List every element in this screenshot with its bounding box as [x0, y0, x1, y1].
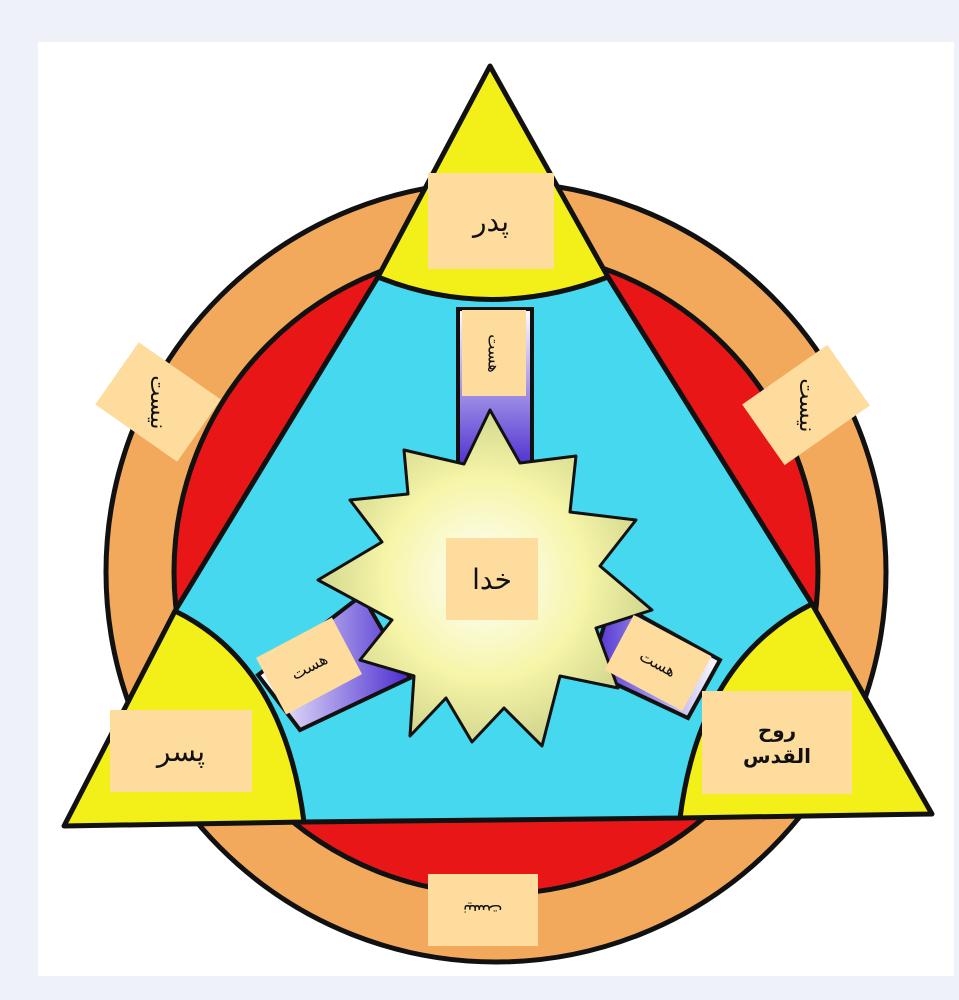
- edge-bottom-label: نیست: [428, 874, 538, 946]
- father-label: پدر: [428, 173, 554, 269]
- spirit-label-text: روح القدس: [732, 717, 822, 769]
- spirit-label: روح القدس: [702, 691, 852, 794]
- father-label-text: پدر: [473, 205, 509, 238]
- edge-left-label-text: نیست: [146, 375, 171, 429]
- link-right-label-text: هست: [637, 646, 680, 681]
- son-label-text: پسر: [157, 735, 205, 768]
- center-label: خدا: [446, 538, 538, 620]
- link-top-label-text: هست: [484, 334, 503, 372]
- son-label: پسر: [110, 710, 252, 792]
- edge-bottom-label-text: نیست: [463, 901, 502, 920]
- edge-right-label-text: نیست: [794, 378, 819, 432]
- link-top-label: هست: [462, 310, 526, 396]
- link-left-label-text: هست: [288, 649, 331, 684]
- center-label-text: خدا: [472, 563, 512, 596]
